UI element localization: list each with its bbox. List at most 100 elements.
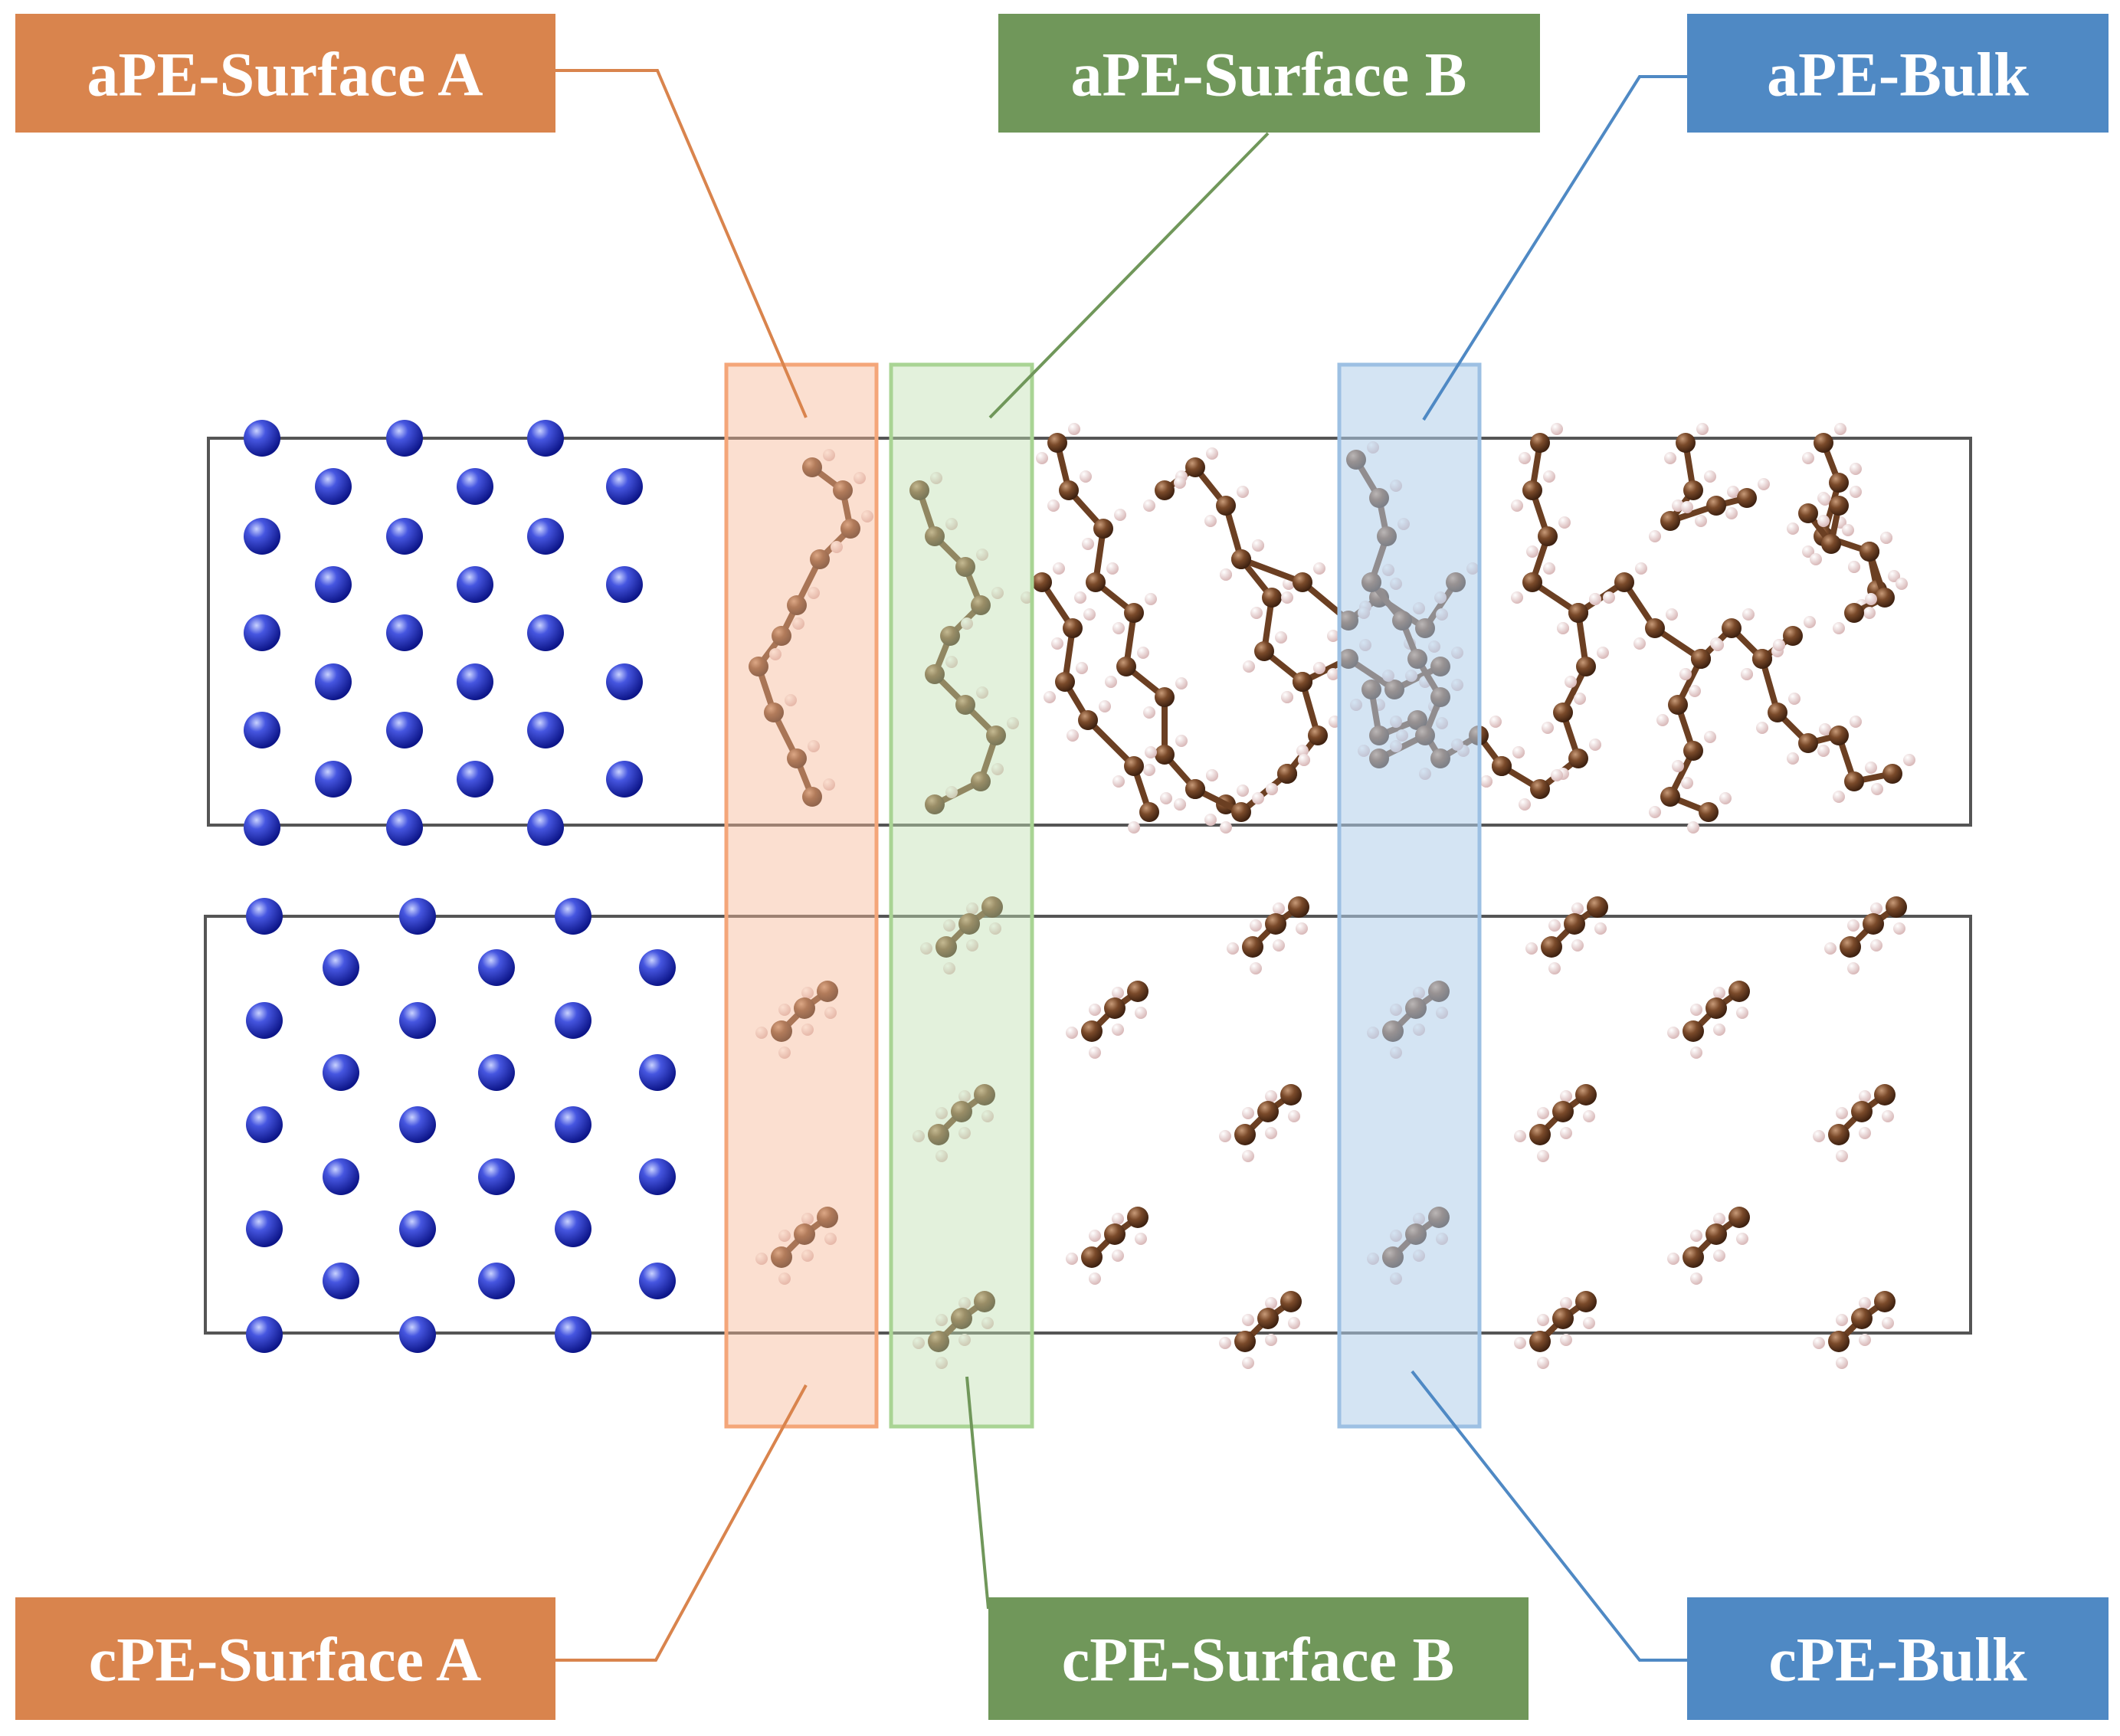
metal-atom [555, 1316, 591, 1353]
hydrogen-atom [1649, 806, 1661, 818]
hydrogen-atom [769, 648, 781, 660]
hydrogen-atom [1713, 987, 1725, 999]
carbon-atom [1587, 896, 1608, 918]
carbon-atom [764, 703, 784, 722]
hydrogen-atom [1719, 792, 1732, 804]
carbon-atom [1081, 1246, 1103, 1268]
metal-atom [246, 1316, 283, 1353]
hydrogen-atom [1633, 637, 1646, 650]
svg-text:cPE-Surface A: cPE-Surface A [89, 1625, 481, 1695]
hydrogen-atom [1836, 1107, 1848, 1119]
surface-b-region [889, 362, 1034, 1429]
hydrogen-atom [1836, 1150, 1848, 1162]
hydrogen-atom [1112, 987, 1124, 999]
carbon-atom [1032, 572, 1052, 592]
hydrogen-atom [1174, 798, 1186, 811]
metal-atom [606, 663, 643, 700]
metal-atom [386, 518, 423, 555]
hydrogen-atom [1143, 764, 1155, 776]
hydrogen-atom [1242, 1107, 1254, 1119]
hydrogen-atom [1836, 1357, 1848, 1369]
hydrogen-atom [1537, 1357, 1549, 1369]
carbon-atom [817, 981, 838, 1002]
hydrogen-atom [913, 1337, 925, 1349]
carbon-atom [817, 1207, 838, 1228]
hydrogen-atom [1047, 500, 1060, 512]
carbon-atom [1768, 703, 1787, 722]
hydrogen-atom [1667, 1027, 1679, 1039]
carbon-atom [1529, 1331, 1551, 1352]
hydrogen-atom [1250, 962, 1262, 974]
carbon-atom [1722, 618, 1742, 638]
bulk-region [1337, 362, 1482, 1429]
carbon-atom [1699, 802, 1719, 822]
carbon-atom [840, 519, 860, 539]
carbon-atom [1288, 896, 1309, 918]
hydrogen-atom [1537, 1150, 1549, 1162]
carbon-atom [794, 1223, 815, 1245]
metal-atom [478, 1158, 515, 1195]
hydrogen-atom [1252, 539, 1264, 552]
carbon-atom [1828, 1331, 1850, 1352]
carbon-atom [787, 595, 807, 615]
carbon-atom [1047, 433, 1067, 453]
carbon-atom [1851, 1308, 1873, 1329]
metal-atom [457, 663, 493, 700]
carbon-atom [974, 1084, 995, 1105]
hydrogen-atom [1725, 507, 1738, 519]
hydrogen-atom [1551, 423, 1563, 435]
hydrogen-atom [1112, 1250, 1124, 1262]
label-cpe-bulk: cPE-Bulk [1687, 1597, 2109, 1720]
hydrogen-atom [958, 1127, 971, 1139]
hydrogen-atom [1512, 746, 1525, 758]
hydrogen-atom [920, 942, 932, 955]
hydrogen-atom [1537, 1314, 1549, 1326]
hydrogen-atom [1174, 477, 1186, 489]
hydrogen-atom [1594, 922, 1607, 935]
hydrogen-atom [966, 902, 978, 915]
carbon-atom [1242, 936, 1263, 958]
hydrogen-atom [1804, 616, 1816, 628]
hydrogen-atom [785, 694, 797, 706]
hydrogen-atom [1571, 902, 1584, 915]
hydrogen-atom [961, 617, 973, 630]
surface-a-region [724, 362, 879, 1429]
hydrogen-atom [1288, 1317, 1300, 1329]
hydrogen-atom [1871, 783, 1883, 795]
hydrogen-atom [1537, 1107, 1549, 1119]
hydrogen-atom [1220, 821, 1232, 834]
carbon-atom [1798, 733, 1818, 753]
metal-atom [555, 1002, 591, 1039]
hydrogen-atom [1696, 423, 1709, 435]
carbon-atom [1829, 496, 1849, 516]
carbon-atom [1530, 779, 1550, 799]
carbon-atom [771, 1246, 792, 1268]
leader-line-cpe-bulk [1411, 1370, 1687, 1662]
carbon-atom [951, 1308, 972, 1329]
carbon-atom [1231, 802, 1251, 822]
carbon-atom [958, 913, 980, 935]
hydrogen-atom [1690, 1230, 1702, 1242]
hydrogen-atom [1850, 463, 1862, 475]
cpe-polymer-chains [755, 896, 1907, 1369]
carbon-atom [1564, 913, 1585, 935]
metal-atom [478, 1263, 515, 1299]
metal-atom [527, 518, 564, 555]
hydrogen-atom [1863, 607, 1876, 619]
hydrogen-atom [823, 778, 835, 791]
carbon-atom [1522, 480, 1542, 500]
hydrogen-atom [1114, 509, 1126, 521]
carbon-atom [1492, 756, 1512, 776]
hydrogen-atom [1175, 677, 1188, 689]
metal-atom [244, 420, 280, 457]
hydrogen-atom [1896, 578, 1908, 590]
hydrogen-atom [1888, 570, 1900, 582]
carbon-atom [1538, 526, 1558, 546]
hydrogen-atom [1220, 568, 1232, 581]
hydrogen-atom [1053, 562, 1065, 575]
hydrogen-atom [1250, 919, 1262, 932]
hydrogen-atom [1519, 798, 1531, 811]
carbon-atom [1124, 603, 1144, 623]
carbon-atom [1139, 802, 1159, 822]
hydrogen-atom [831, 541, 843, 553]
